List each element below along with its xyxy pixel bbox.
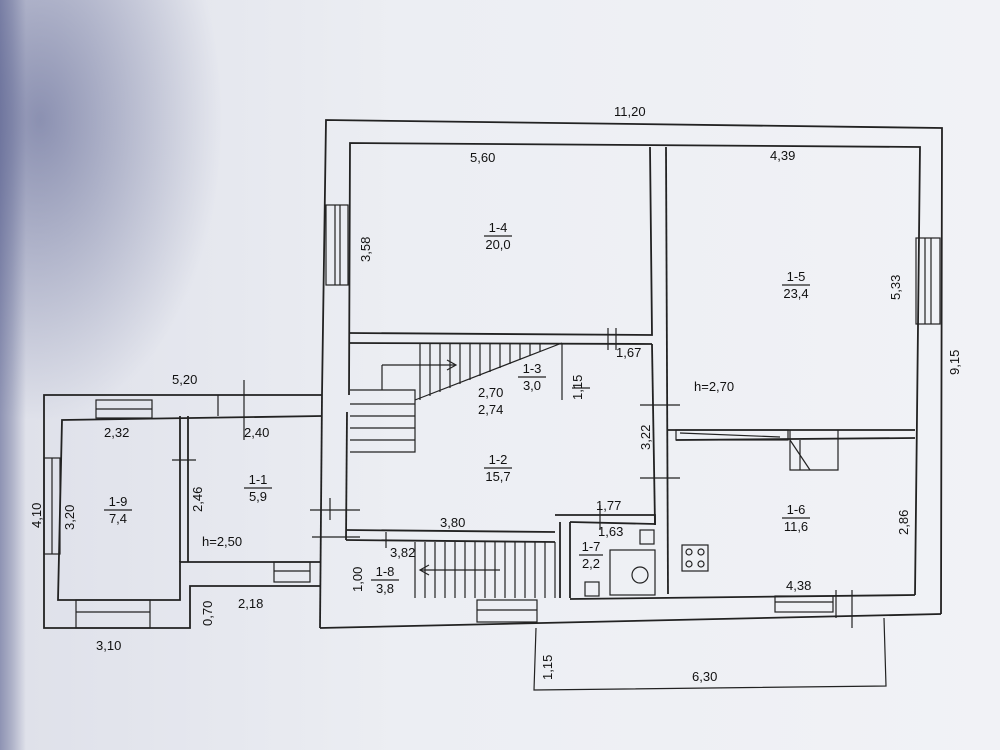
dim-room-1-5-height: 5,33 [888,275,903,300]
room-area: 2,2 [582,556,600,571]
dimension-ticks [310,328,853,628]
room-1-1-label: 1-1 5,9 [244,472,272,504]
window-marks [273,204,941,623]
room-id: 1-4 [489,220,508,235]
room-1-8-label: 1-8 3,8 [371,564,399,596]
dim-left-wing-bottom: 3,10 [96,638,121,653]
dim-room-1-1-height: 2,46 [190,487,205,512]
height-main: h=2,70 [694,379,734,394]
dim-room-1-9-height: 3,20 [62,505,77,530]
room-area: 20,0 [485,237,510,252]
height-wing: h=2,50 [202,534,242,549]
dim-porch-depth: 1,15 [540,655,555,680]
dim-room-1-8-height: 1,00 [350,567,365,592]
room-area: 3,8 [376,581,394,596]
kitchen-fixtures [675,429,839,572]
dim-room-1-7-inner: 1,63 [598,524,623,539]
room-id: 1-9 [109,494,128,509]
dim-stair-width-bottom: 2,74 [478,402,503,417]
room-1-7-label: 1-7 2,2 [579,539,603,571]
room-1-9-label: 1-9 7,4 [104,494,132,526]
room-1-4-label: 1-4 20,0 [484,220,512,252]
room-1-6-label: 1-6 11,6 [782,502,810,534]
dim-room-1-4-width: 5,60 [470,150,495,165]
dim-room-1-2-height: 3,22 [638,425,653,450]
dim-room-1-7-width: 1,77 [596,498,621,513]
dim-room-1-5-width: 4,39 [770,148,795,163]
room-area: 15,7 [485,469,510,484]
dim-room-1-1-bottom: 2,18 [238,596,263,611]
dim-room-1-1-top: 2,40 [244,425,269,440]
room-id: 1-8 [376,564,395,579]
room-area: 7,4 [109,511,127,526]
dim-room-1-4-height: 3,58 [358,237,373,262]
interior-walls [345,146,916,598]
dim-porch-width: 6,30 [692,669,717,684]
dim-stair-height: 1,15 [570,375,585,400]
dim-room-1-8-width: 3,82 [390,545,415,560]
room-area: 11,6 [784,519,808,534]
staircase-lower [414,542,556,598]
dim-overall-width: 11,20 [614,104,646,119]
main-outer-walls [319,119,943,629]
dim-room-1-6-height: 2,86 [896,510,911,535]
dim-room-1-2-bottom: 3,80 [440,515,465,530]
room-area: 23,4 [783,286,808,301]
dim-stair-width-top: 2,70 [478,385,503,400]
bathroom-fixtures [584,529,656,597]
dim-wing-gap: 0,70 [200,601,215,626]
porch [319,594,942,691]
room-area: 5,9 [249,489,267,504]
room-id: 1-3 [523,361,542,376]
room-area: 3,0 [523,378,541,393]
room-id: 1-1 [249,472,268,487]
photo-shadow [0,0,420,750]
room-id: 1-6 [787,502,806,517]
dim-overall-height: 9,15 [947,350,962,375]
staircase-upper [350,342,563,453]
room-1-5-label: 1-5 23,4 [782,269,810,301]
left-wing-walls [43,380,323,629]
dim-room-1-6-width: 4,38 [786,578,811,593]
room-id: 1-2 [489,452,508,467]
room-1-3-label: 1-3 3,0 [518,361,546,393]
dim-left-wing-width: 5,20 [172,372,197,387]
dim-stair-offset: 1,67 [616,345,641,360]
dim-left-wing-height: 4,10 [29,503,44,528]
room-id: 1-5 [787,269,806,284]
room-1-2-label: 1-2 15,7 [484,452,512,484]
room-id: 1-7 [582,539,601,554]
dim-room-1-9-top: 2,32 [104,425,129,440]
